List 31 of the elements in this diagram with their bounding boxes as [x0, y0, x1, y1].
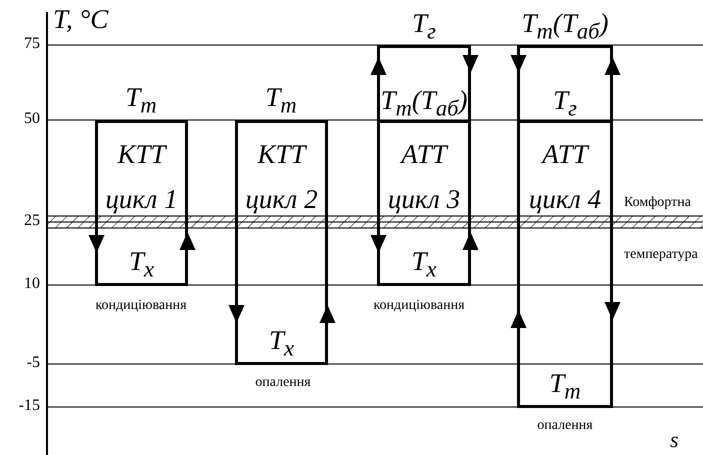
cycle-outline: [235, 120, 328, 365]
cycle-outline: [517, 45, 613, 408]
cycle-outline: [377, 45, 471, 286]
mode-label: кондиціювання: [372, 298, 466, 314]
cycle-label: T$_{x}$: [268, 325, 296, 362]
temperature-label: T$_{m}$: [124, 82, 158, 120]
mode-label: опалення: [254, 375, 312, 391]
temperature-label: T$_{г}$: [411, 8, 437, 46]
axis-title: s: [670, 426, 679, 454]
tick-label: 10: [23, 275, 40, 293]
cycle-label: T$_{m}$(T$_{аб}$): [380, 85, 468, 122]
axis-title: T, °C: [53, 4, 108, 34]
tick-label: 50: [23, 110, 40, 128]
tick-label: 25: [23, 212, 40, 230]
cycle-label: T$_{m}$: [548, 368, 582, 406]
cycle-label: КТТ цикл 1: [104, 138, 179, 216]
tick-label: -5: [26, 354, 40, 372]
cycle-label: T$_{x}$: [128, 246, 156, 284]
tick-label: 75: [23, 35, 40, 53]
tick-label: -15: [18, 397, 40, 415]
cycle-label: АТТ цикл 3: [386, 138, 462, 216]
cycle-outline: [95, 120, 188, 286]
temperature-label: T$_{m}$: [264, 82, 298, 120]
mode-label: опалення: [536, 418, 594, 434]
cycle-label: КТТ цикл 2: [244, 138, 319, 216]
cycle-label: T$_{x}$: [410, 246, 438, 284]
cycle-label: АТТ цикл 4: [528, 138, 602, 216]
mode-label: кондиціювання: [94, 298, 188, 314]
temperature-label: T$_{m}$(T$_{аб}$): [520, 8, 610, 46]
band-label: Комфортна температура: [624, 194, 699, 264]
cycle-label: T$_{г}$: [552, 85, 578, 122]
